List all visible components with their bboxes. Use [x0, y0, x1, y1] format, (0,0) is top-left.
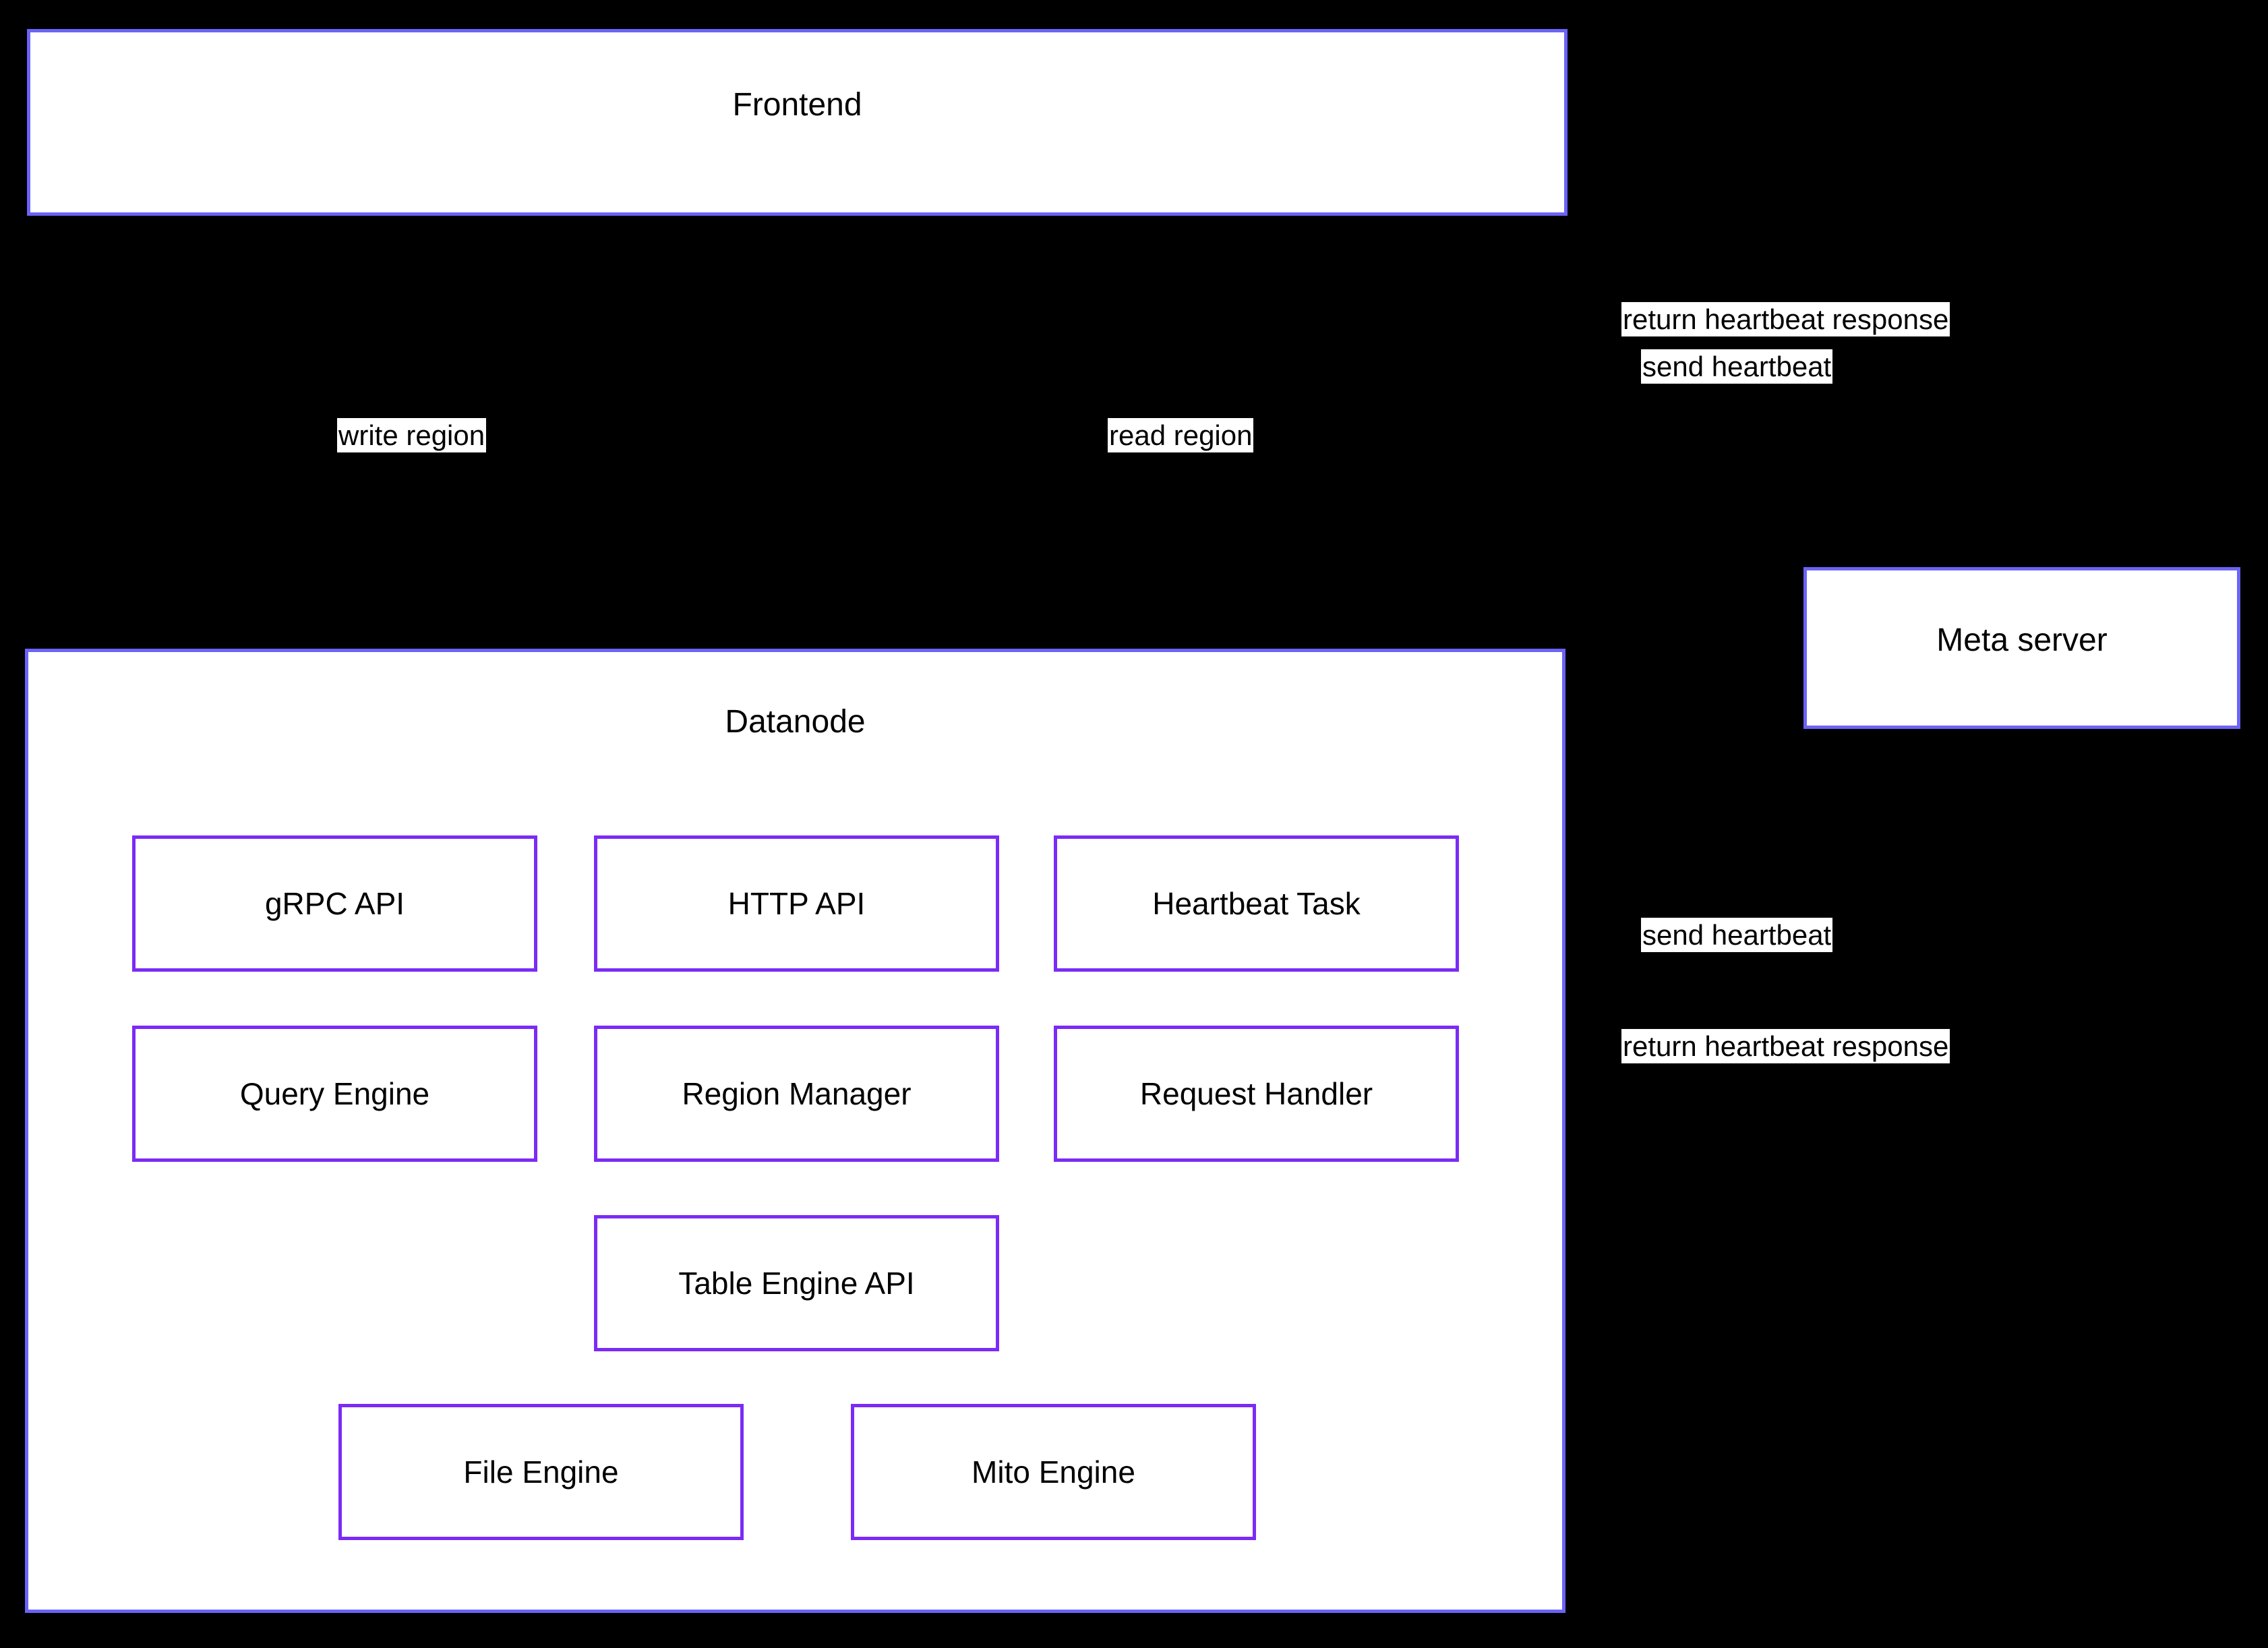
meta-server-node[interactable]: Meta server [1803, 567, 2240, 729]
edge-label-send-heartbeat-bottom: send heartbeat [1641, 918, 1833, 953]
edge-label-return-heartbeat-response-top: return heartbeat response [1621, 302, 1950, 337]
grpc-api-label: gRPC API [264, 885, 405, 921]
frontend-node[interactable]: Frontend [27, 29, 1568, 216]
mito-engine-label: Mito Engine [972, 1454, 1135, 1490]
request-handler-node[interactable]: Request Handler [1054, 1026, 1459, 1162]
region-manager-node[interactable]: Region Manager [594, 1026, 999, 1162]
heartbeat-task-node[interactable]: Heartbeat Task [1054, 835, 1459, 972]
grpc-api-node[interactable]: gRPC API [132, 835, 537, 972]
edge-label-return-heartbeat-response-bottom: return heartbeat response [1621, 1029, 1950, 1064]
request-handler-label: Request Handler [1139, 1076, 1373, 1111]
edge-label-read-region: read region [1108, 418, 1254, 453]
http-api-label: HTTP API [727, 885, 866, 921]
mito-engine-node[interactable]: Mito Engine [851, 1404, 1256, 1540]
edge-label-send-heartbeat-top: send heartbeat [1641, 349, 1833, 384]
query-engine-node[interactable]: Query Engine [132, 1026, 537, 1162]
edge-label-write-region: write region [337, 418, 487, 453]
file-engine-label: File Engine [463, 1454, 619, 1490]
frontend-title: Frontend [732, 87, 862, 123]
datanode-title: Datanode [725, 704, 866, 740]
query-engine-label: Query Engine [239, 1076, 430, 1111]
http-api-node[interactable]: HTTP API [594, 835, 999, 972]
table-engine-api-label: Table Engine API [678, 1265, 915, 1301]
file-engine-node[interactable]: File Engine [338, 1404, 744, 1540]
table-engine-api-node[interactable]: Table Engine API [594, 1215, 999, 1351]
heartbeat-task-label: Heartbeat Task [1152, 885, 1361, 921]
region-manager-label: Region Manager [682, 1076, 912, 1111]
meta-server-title: Meta server [1936, 622, 2108, 658]
